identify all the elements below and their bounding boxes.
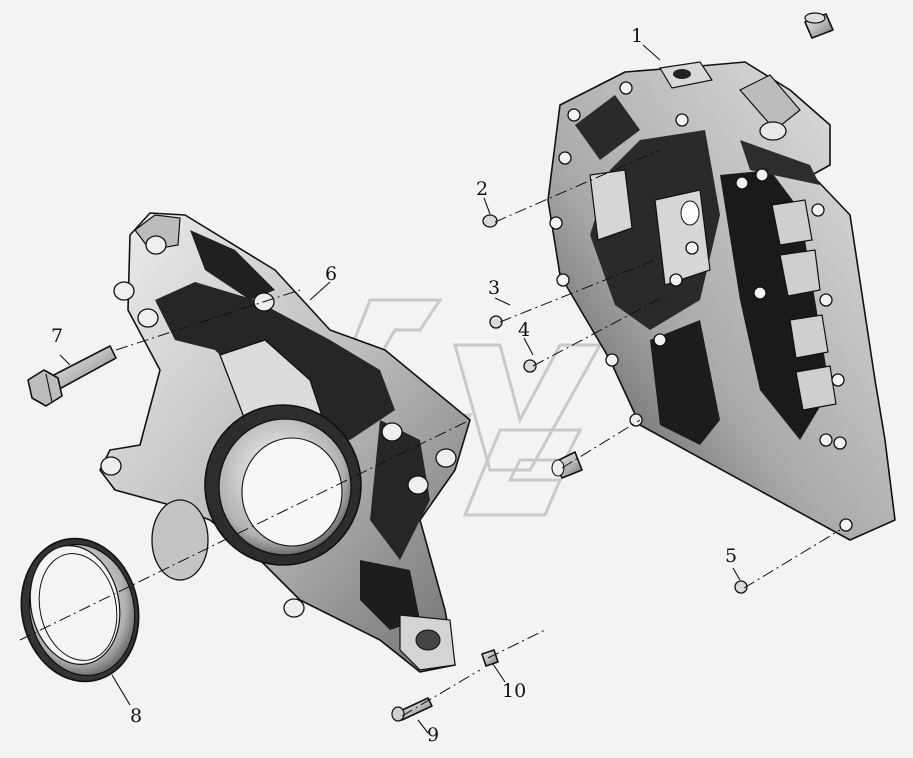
dowel-pin-top [804,12,834,39]
dowel-part-5 [734,580,748,594]
callout-7: 7 [51,325,63,347]
front-cover-part-6 [99,212,471,673]
leader-lines [59,44,741,734]
callout-9: 9 [427,724,439,746]
callout-10: 10 [502,680,526,702]
callout-1: 1 [631,25,643,47]
bolt-part-7 [27,345,117,407]
pin-part-10 [481,649,499,667]
callout-3: 3 [488,277,500,299]
callout-2: 2 [476,178,488,200]
gear-housing-part-1 [547,61,896,541]
callout-4: 4 [518,319,530,341]
dowel-part-2 [482,214,498,228]
callout-6: 6 [325,263,337,285]
assembly-centerlines [19,149,841,717]
callout-labels: 1 2 3 4 5 6 7 8 9 10 [51,25,737,746]
sleeve-middle [551,451,583,479]
dowel-part-3 [489,315,503,329]
callout-5: 5 [725,545,737,567]
oil-seal-part-8 [20,537,140,683]
dowel-part-4 [523,359,537,373]
callout-8: 8 [130,705,142,727]
